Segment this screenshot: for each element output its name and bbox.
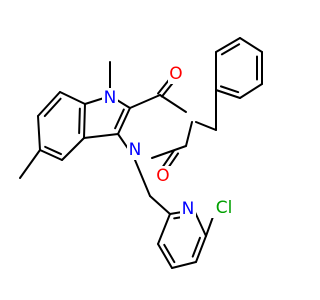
bond-phenyl-1 (215, 37, 241, 53)
bond-c2-n1 (151, 145, 187, 159)
atom-label-o2: O (156, 166, 169, 186)
bond-n5-c4a (116, 99, 131, 109)
bond-c7-c8 (37, 115, 41, 151)
bond-c9-c9a (61, 137, 85, 161)
bond-c4a-c4 (129, 94, 161, 109)
bond-chlorophenyl-4 (157, 243, 173, 269)
bond-phenyl-5 (215, 89, 241, 99)
bond-chlorophenyl-2 (195, 235, 207, 263)
bond-c4-o4-a (160, 80, 175, 98)
atom-label-o4: O (169, 64, 182, 84)
bond-c9a-c5a (83, 103, 86, 139)
bond-c5a-c6 (59, 91, 86, 105)
bond-c8-c9-inner (44, 145, 62, 156)
bond-ch2-chlorophenyl (149, 195, 171, 215)
atom-label-n-pyrrole: N (104, 88, 117, 108)
bond-chlorophenyl-3 (171, 261, 197, 269)
bond-c4a-c9b-inner (114, 108, 125, 130)
bond-chlorophenyl-4-inner (163, 243, 176, 264)
atom-labels: N N N O O Cl (102, 64, 237, 219)
atom-label-n3: N (182, 199, 195, 219)
bond-c8-c9 (39, 149, 63, 161)
bond-c4a-c9b (117, 107, 131, 135)
bond-chlorophenyl-2-inner (191, 236, 201, 258)
molecule-structure: N N N O O Cl (19, 37, 263, 269)
atom-label-n1: N (129, 140, 142, 160)
bond-chlorophenyl-5 (157, 213, 171, 245)
bond-n3-ch2 (195, 121, 217, 131)
bond-phenyl-5-inner (219, 85, 240, 94)
bond-c9b-c9a (83, 133, 119, 139)
bond-c9a-c5a-inner (78, 107, 81, 135)
bond-n1-ch2 (134, 159, 151, 197)
bond-c6-c7-inner (43, 97, 62, 118)
bond-phenyl-4 (239, 83, 263, 99)
atom-label-cl: Cl (216, 198, 233, 218)
bond-c5a-n5 (84, 97, 105, 105)
bond-c2-o2-a (161, 149, 175, 168)
bond-phenyl-1-inner (220, 43, 241, 56)
bond-n3-c2 (185, 121, 193, 147)
bond-phenyl-2 (239, 37, 263, 53)
bond-c6-c7 (37, 91, 61, 117)
bond-c4-n3 (159, 94, 187, 113)
bond-c8-methyl (19, 149, 41, 179)
